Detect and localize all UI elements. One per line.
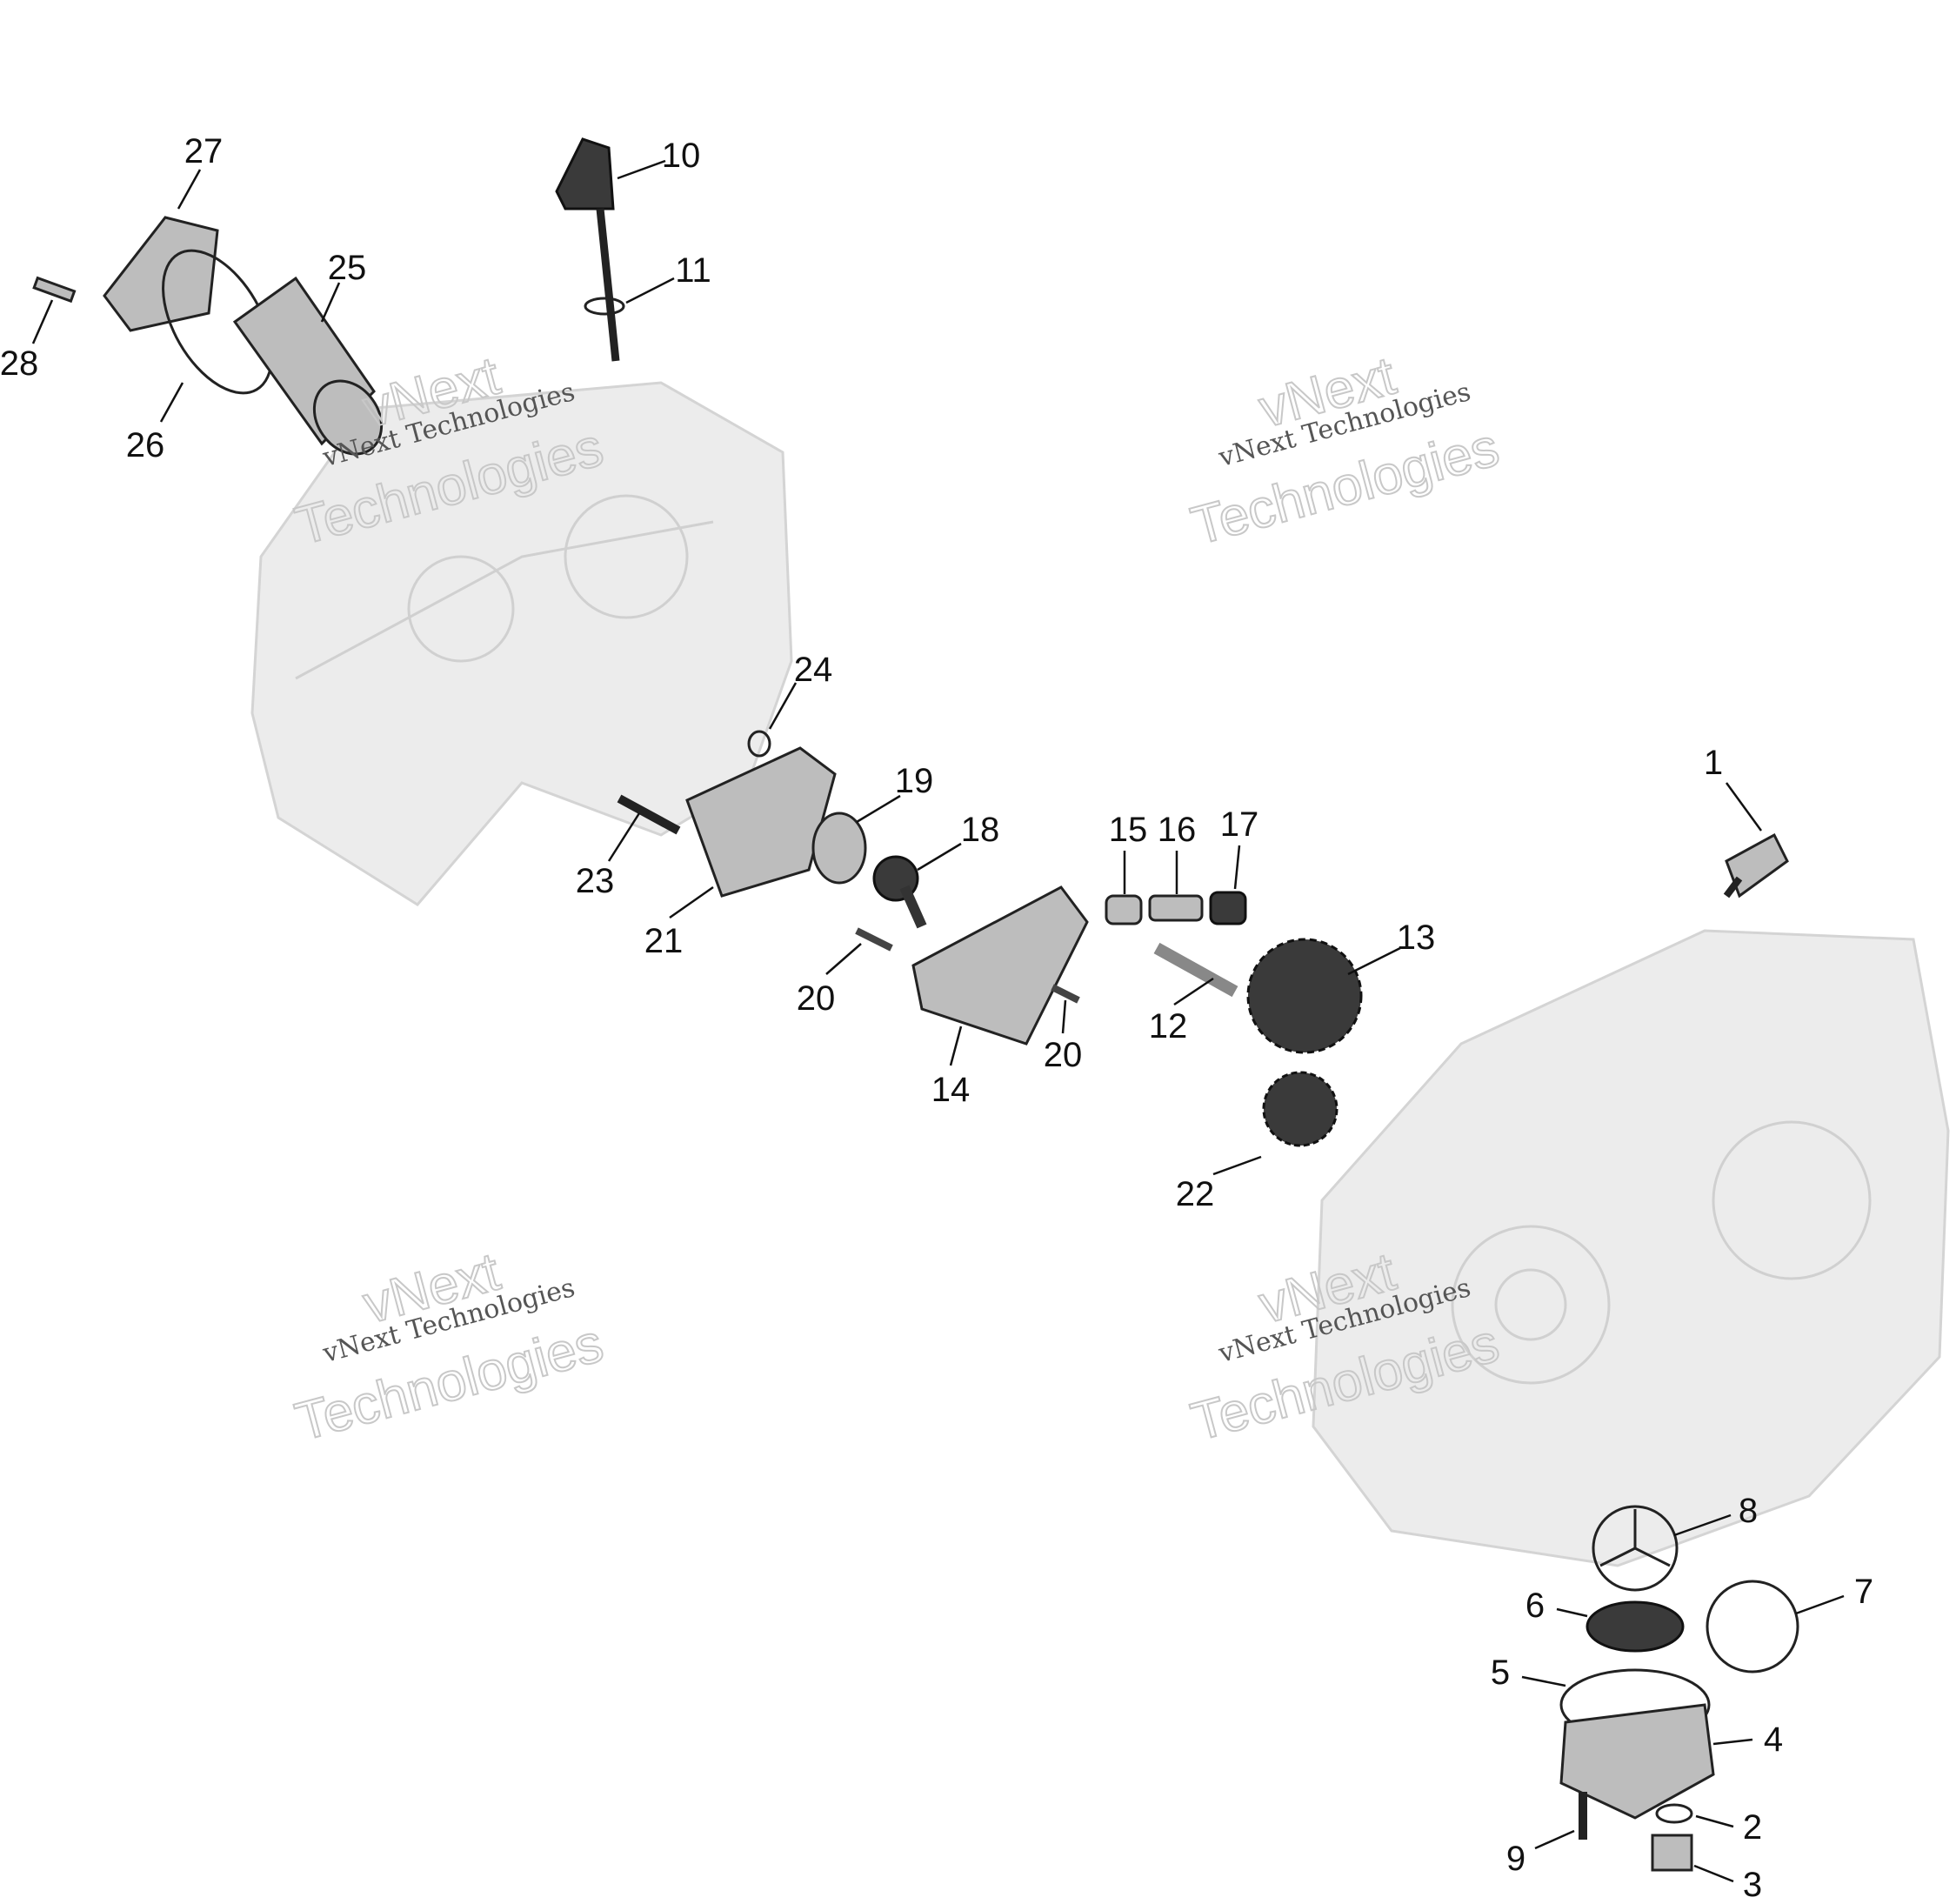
callout-12: 12	[1149, 1007, 1188, 1046]
dowel-20a	[855, 927, 893, 952]
gear-13	[1246, 938, 1363, 1054]
callout-18: 18	[961, 811, 1000, 849]
callout-10: 10	[662, 137, 701, 175]
watermark: vNext vNext Technologies Technologies	[289, 1241, 610, 1453]
callout-6: 6	[1525, 1587, 1545, 1625]
pump-body-14	[911, 885, 1089, 1046]
callout-17: 17	[1220, 805, 1259, 844]
callout-13: 13	[1397, 919, 1436, 957]
dowel-20b	[1051, 984, 1080, 1004]
callout-16: 16	[1158, 811, 1197, 849]
plug-17	[1209, 891, 1247, 925]
callout-20: 20	[1044, 1036, 1083, 1074]
callout-5: 5	[1491, 1653, 1510, 1692]
sensor-1	[1723, 832, 1789, 899]
callout-26: 26	[126, 426, 165, 464]
callout-27: 27	[184, 132, 224, 170]
drain-plug-3	[1651, 1834, 1693, 1872]
callout-14: 14	[931, 1071, 971, 1109]
oil-filter-cover-27	[103, 216, 219, 332]
callout-23: 23	[576, 862, 615, 900]
callout-22: 22	[1176, 1175, 1215, 1213]
gear-shaft-18	[872, 855, 927, 929]
oil-filter-25	[232, 276, 384, 456]
callouts: 1 2 3 4 5 6 7 8 9 10 11 12 13 14 15 16 1…	[0, 132, 1873, 1904]
callout-20: 20	[797, 979, 836, 1018]
gear-22	[1262, 1071, 1338, 1147]
callout-11: 11	[675, 251, 711, 290]
callout-8: 8	[1739, 1492, 1758, 1530]
callout-19: 19	[895, 762, 934, 800]
callout-9: 9	[1506, 1840, 1525, 1878]
callout-1: 1	[1704, 744, 1723, 782]
drain-cover-4	[1559, 1703, 1715, 1820]
callout-2: 2	[1743, 1808, 1762, 1847]
o-ring-11	[584, 297, 625, 316]
rotor-19	[811, 812, 867, 885]
o-ring-7	[1706, 1580, 1799, 1674]
plug-15	[1105, 894, 1143, 925]
callout-28: 28	[0, 344, 38, 383]
callout-4: 4	[1764, 1720, 1783, 1759]
crankcase-right-ghost	[1312, 929, 1950, 1567]
bolt-28	[32, 276, 77, 304]
leader-lines	[31, 159, 1845, 1883]
o-ring-26	[162, 249, 273, 395]
seal-6	[1585, 1600, 1685, 1653]
callout-25: 25	[328, 249, 367, 287]
spring-16	[1148, 894, 1204, 922]
callout-15: 15	[1109, 811, 1148, 849]
dipstick-10	[555, 137, 620, 362]
strainer-8	[1592, 1505, 1679, 1592]
shaft-12	[1153, 942, 1238, 998]
watermark: vNext vNext Technologies Technologies	[1185, 345, 1505, 558]
callout-21: 21	[644, 922, 684, 960]
bolt-23	[617, 794, 681, 835]
washer-2	[1655, 1803, 1693, 1824]
callout-3: 3	[1743, 1866, 1762, 1904]
callout-7: 7	[1854, 1573, 1873, 1611]
callout-24: 24	[794, 651, 833, 689]
o-ring-24	[747, 730, 771, 758]
